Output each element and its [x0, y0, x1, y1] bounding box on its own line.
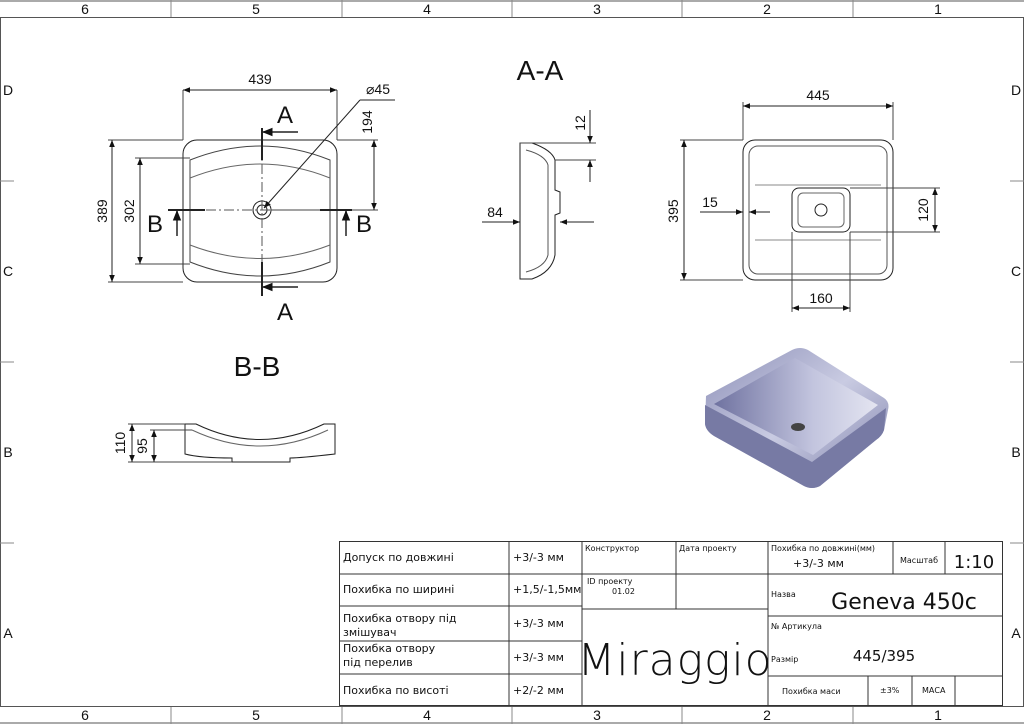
tol-value-mixer-hole: +3/-3 мм [513, 617, 564, 630]
zone-row-d: D [3, 82, 13, 98]
zone-row-a-right: A [1011, 625, 1021, 641]
dim-top-height-outer: 389 [94, 199, 110, 223]
zone-col-6-bottom: 6 [81, 707, 89, 723]
zone-labels: 6 5 4 3 2 1 6 5 4 3 2 1 D C B A D C B A [3, 1, 1021, 723]
section-bb-title: B-B [234, 351, 281, 382]
overflow-cutout [791, 187, 851, 233]
bottom-view [680, 102, 940, 312]
zone-col-3: 3 [593, 1, 601, 17]
project-id-value: 01.02 [612, 587, 635, 596]
tolerance-table: Допуск по довжині +3/-3 мм Похибка по ши… [343, 551, 581, 697]
section-mark-a-bottom: A [277, 299, 293, 326]
top-view [108, 87, 395, 296]
mass-tol-value: ±3% [880, 686, 900, 695]
zone-col-4-bottom: 4 [423, 707, 431, 723]
dim-top-width: 439 [248, 71, 272, 87]
zone-col-4: 4 [423, 1, 431, 17]
section-mark-a-top: A [277, 102, 293, 129]
article-label: № Артикула [771, 622, 822, 631]
zone-row-c-right: C [1011, 263, 1021, 279]
project-id-label: ID проекту [587, 577, 633, 586]
brand-logo: Miraggio [577, 635, 772, 686]
dim-160: 160 [809, 290, 833, 306]
section-aa-title: A-A [517, 55, 564, 86]
dim-84: 84 [487, 204, 503, 220]
constructor-label: Конструктор [585, 544, 639, 553]
dim-bottom-width: 445 [806, 87, 830, 103]
dim-194: 194 [359, 110, 375, 134]
tol-value-overflow-hole: +3/-3 мм [513, 651, 564, 664]
render-drain-hole [791, 423, 805, 431]
zone-col-3-bottom: 3 [593, 707, 601, 723]
zone-row-d-right: D [1011, 82, 1021, 98]
zone-row-c: C [3, 263, 13, 279]
mass-label: МАСА [922, 686, 946, 695]
zone-col-2: 2 [763, 1, 771, 17]
top-view-bowl [189, 145, 331, 277]
section-mark-b-left: B [147, 211, 163, 238]
zone-col-5: 5 [252, 1, 260, 17]
scale-value: 1:10 [954, 552, 994, 573]
product-name: Geneva 450c [831, 590, 977, 615]
zone-row-a: A [3, 625, 13, 641]
section-aa-view [482, 110, 596, 280]
dim-12: 12 [572, 115, 588, 131]
section-bb-view [128, 423, 336, 463]
name-label: Назва [771, 590, 796, 599]
date-label: Дата проекту [679, 544, 737, 553]
tol-label-length: Допуск по довжині [343, 551, 454, 564]
zone-col-1-bottom: 1 [934, 707, 942, 723]
tol-label-height: Похибка по висоті [343, 684, 449, 697]
zone-col-2-bottom: 2 [763, 707, 771, 723]
length-tol-label: Похибка по довжині(мм) [771, 544, 875, 553]
scale-label: Масштаб [900, 556, 938, 565]
zone-col-6: 6 [81, 1, 89, 17]
dim-110: 110 [112, 432, 128, 455]
zone-col-1: 1 [934, 1, 942, 17]
section-mark-b-right: B [356, 211, 372, 238]
dim-15: 15 [702, 194, 718, 210]
length-tol-value: +3/-3 мм [793, 557, 844, 570]
top-view-outline [182, 139, 338, 283]
tol-value-height: +2/-2 мм [513, 684, 564, 697]
bottom-view-outline [742, 139, 894, 281]
tol-value-width: +1,5/-1,5мм [513, 583, 581, 596]
basin-3d-render [705, 348, 889, 488]
dim-top-height-inner: 302 [121, 199, 137, 223]
zone-row-b: B [3, 444, 12, 460]
size-label: Размір [771, 655, 798, 664]
mass-tol-label: Похибка маси [782, 687, 841, 696]
dim-120: 120 [915, 198, 931, 222]
zone-col-5-bottom: 5 [252, 707, 260, 723]
size-value: 445/395 [853, 647, 915, 665]
title-block [339, 541, 1003, 706]
tol-value-length: +3/-3 мм [513, 551, 564, 564]
tol-label-width: Похибка по ширині [343, 583, 454, 596]
dim-hole-diameter: ⌀45 [366, 81, 390, 97]
dim-95: 95 [134, 438, 150, 454]
zone-row-b-right: B [1011, 444, 1020, 460]
bottom-drain-hole [814, 203, 828, 217]
dim-bottom-height: 395 [665, 199, 681, 223]
